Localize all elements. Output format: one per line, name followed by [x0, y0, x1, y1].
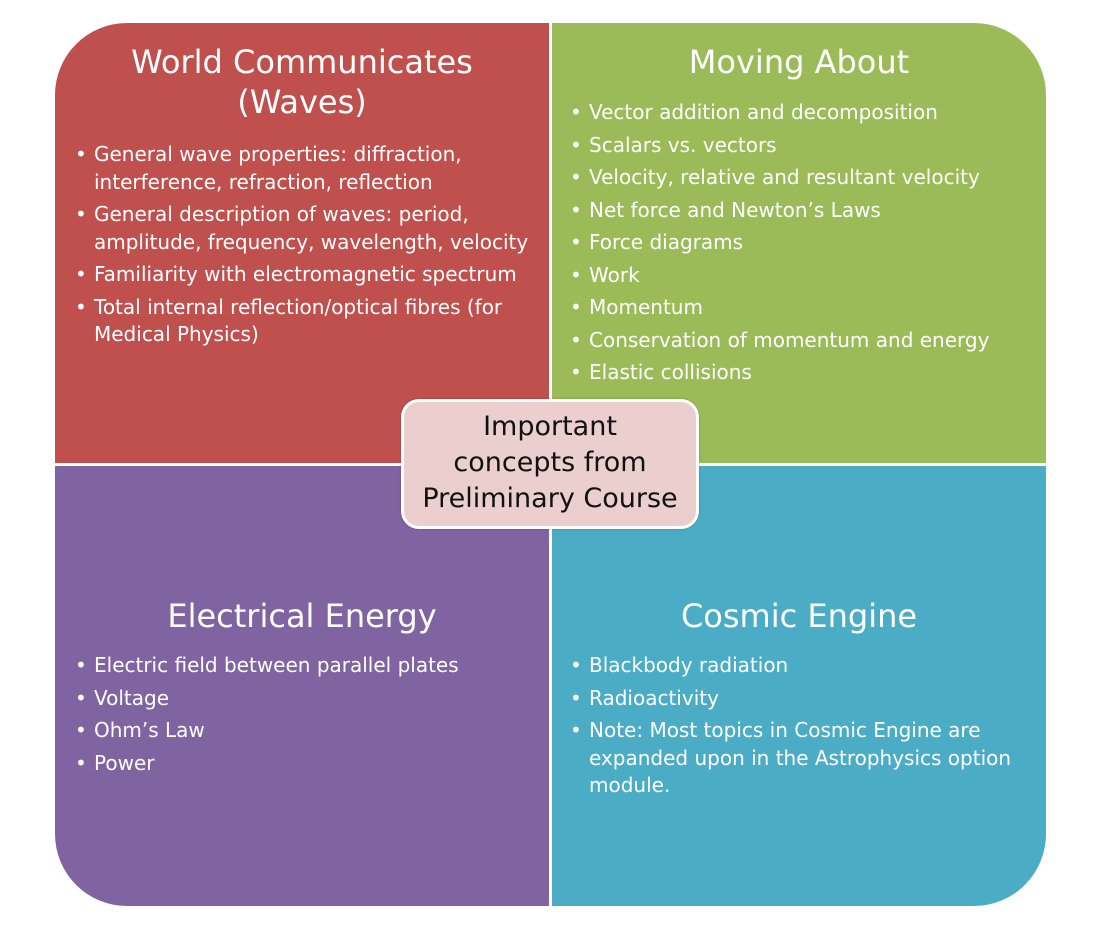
quadrant-world-communicates: World Communicates (Waves) General wave … [55, 23, 549, 463]
quadrant-title-moving: Moving About [688, 43, 910, 81]
title-line: (Waves) [237, 83, 367, 121]
topic-list-cosmic: Blackbody radiation Radioactivity Note: … [570, 652, 1036, 805]
list-item: Radioactivity [570, 685, 1036, 713]
quadrant-title-electrical: Electrical Energy [167, 597, 437, 635]
topic-list-moving: Vector addition and decomposition Scalar… [570, 99, 1036, 392]
quadrant-cosmic-engine: Cosmic Engine Blackbody radiation Radioa… [552, 466, 1046, 906]
quadrant-moving-about: Moving About Vector addition and decompo… [552, 23, 1046, 463]
list-item: Momentum [570, 294, 1036, 322]
list-item: Force diagrams [570, 229, 1036, 257]
list-item: Blackbody radiation [570, 652, 1036, 680]
center-line: Preliminary Course [422, 483, 678, 514]
topic-list-electrical: Electric field between parallel plates V… [75, 652, 537, 782]
list-item: Conservation of momentum and energy [570, 327, 1036, 355]
list-item: Scalars vs. vectors [570, 132, 1036, 160]
list-item: Net force and Newton’s Laws [570, 197, 1036, 225]
list-item: Ohm’s Law [75, 717, 537, 745]
quadrant-electrical-energy: Electrical Energy Electric field between… [55, 466, 549, 906]
list-item: Voltage [75, 685, 537, 713]
list-item: Work [570, 262, 1036, 290]
center-concept-box: Important concepts from Preliminary Cour… [401, 399, 699, 529]
topic-list-waves: General wave properties: diffraction, in… [75, 141, 537, 354]
quadrant-title-cosmic: Cosmic Engine [680, 597, 918, 635]
quadrant-title-waves: World Communicates (Waves) [55, 42, 549, 122]
center-line: Important [483, 411, 617, 442]
list-item: General description of waves: period, am… [75, 201, 537, 256]
list-item: General wave properties: diffraction, in… [75, 141, 537, 196]
list-item: Vector addition and decomposition [570, 99, 1036, 127]
list-item: Velocity, relative and resultant velocit… [570, 164, 1036, 192]
list-item: Power [75, 750, 537, 778]
list-item: Total internal reflection/optical fibres… [75, 294, 537, 349]
title-line: World Communicates [131, 43, 473, 81]
list-item: Familiarity with electromagnetic spectru… [75, 261, 537, 289]
list-item: Elastic collisions [570, 359, 1036, 387]
center-line: concepts from [453, 447, 647, 478]
list-item: Electric field between parallel plates [75, 652, 537, 680]
list-item: Note: Most topics in Cosmic Engine are e… [570, 717, 1036, 800]
